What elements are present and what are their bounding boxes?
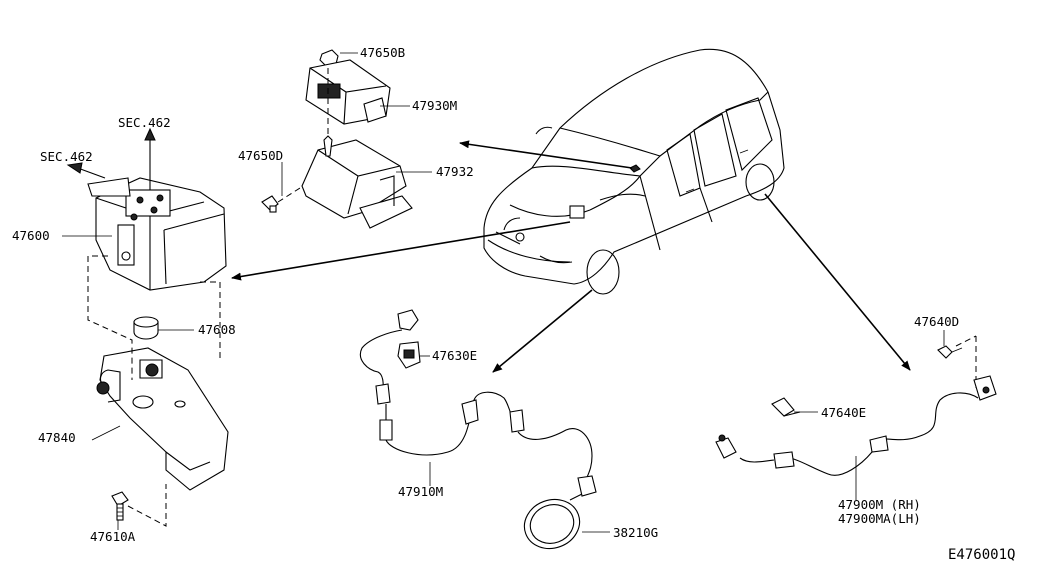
label-47840: 47840 xyxy=(38,430,76,445)
part-labels: SEC.462 SEC.462 47600 47608 47840 47610A… xyxy=(12,45,1015,563)
sensor-rotor-38210g xyxy=(523,493,583,550)
yaw-sensor-group xyxy=(261,49,413,229)
label-sec462-top: SEC.462 xyxy=(118,115,171,130)
callout-arrows xyxy=(231,140,911,373)
abs-actuator-assembly xyxy=(66,127,227,291)
label-47650b: 47650B xyxy=(360,45,405,60)
rear-wheel-sensor-group xyxy=(715,335,997,476)
label-47600: 47600 xyxy=(12,228,50,243)
label-47900m: 47900M (RH) xyxy=(838,497,921,512)
vehicle-illustration xyxy=(483,48,785,295)
diagram-code: E476001Q xyxy=(948,547,1015,563)
label-47640d: 47640D xyxy=(914,314,959,329)
bushing-47608 xyxy=(133,316,159,340)
bolt-47610a xyxy=(111,491,129,521)
label-47650d: 47650D xyxy=(238,148,283,163)
label-47610a: 47610A xyxy=(90,529,136,544)
label-sec462-left: SEC.462 xyxy=(40,149,93,164)
label-47930m: 47930M xyxy=(412,98,457,113)
label-47932: 47932 xyxy=(436,164,474,179)
label-38210g: 38210G xyxy=(613,525,658,540)
label-47910m: 47910M xyxy=(398,484,443,499)
alignment-lines-left xyxy=(87,255,221,527)
label-47608: 47608 xyxy=(198,322,236,337)
front-wheel-sensor-group xyxy=(360,309,597,497)
label-47900ma: 47900MA(LH) xyxy=(838,511,921,526)
leader-lines xyxy=(62,52,945,533)
bracket-47840 xyxy=(96,347,229,491)
label-47630e: 47630E xyxy=(432,348,477,363)
label-47640e: 47640E xyxy=(821,405,866,420)
